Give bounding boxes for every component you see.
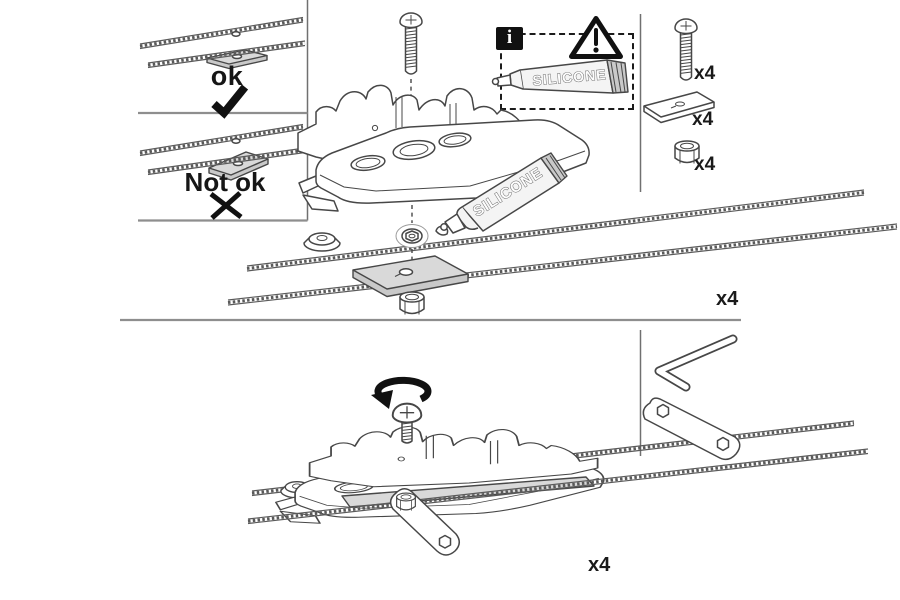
nut-quantity: x4 [694,154,716,175]
hex-key-icon [654,334,738,392]
step1-quantity: x4 [716,288,739,310]
ok-panel-illustration [139,16,306,119]
ok-label: ok [210,61,244,91]
check-icon [211,84,249,119]
lock-nut [399,291,425,316]
info-box [500,33,634,110]
grommet [303,232,341,252]
not-ok-panel-illustration [139,123,306,220]
info-icon: i [496,27,523,50]
cross-icon [209,191,243,220]
backing-plate [352,255,469,298]
screw-head [391,402,423,424]
silicone-tube-icon: SILICONE [491,59,629,94]
fixpoint-hole [395,224,429,248]
roof-rails [227,189,898,306]
fastener-parts-column [643,18,715,165]
rotate-clockwise-arrow-icon [371,376,432,409]
not-ok-label: Not ok [184,167,266,197]
step2-quantity: x4 [588,554,611,576]
roof-rail-front [247,448,869,525]
spanner-plate-icon [642,397,741,461]
lock-nut [396,492,416,512]
tools-column [642,334,741,461]
info-note-illustration: SILICONE [491,16,629,94]
screw-icon [399,12,423,75]
silicone-tube-label: SILICONE [532,66,607,88]
screw-quantity: x4 [694,63,716,84]
plate-quantity: x4 [692,109,714,130]
tighten-assembly [247,376,869,556]
backing-plate-icon [643,91,715,124]
exploded-assembly: SILICONE [227,12,898,316]
